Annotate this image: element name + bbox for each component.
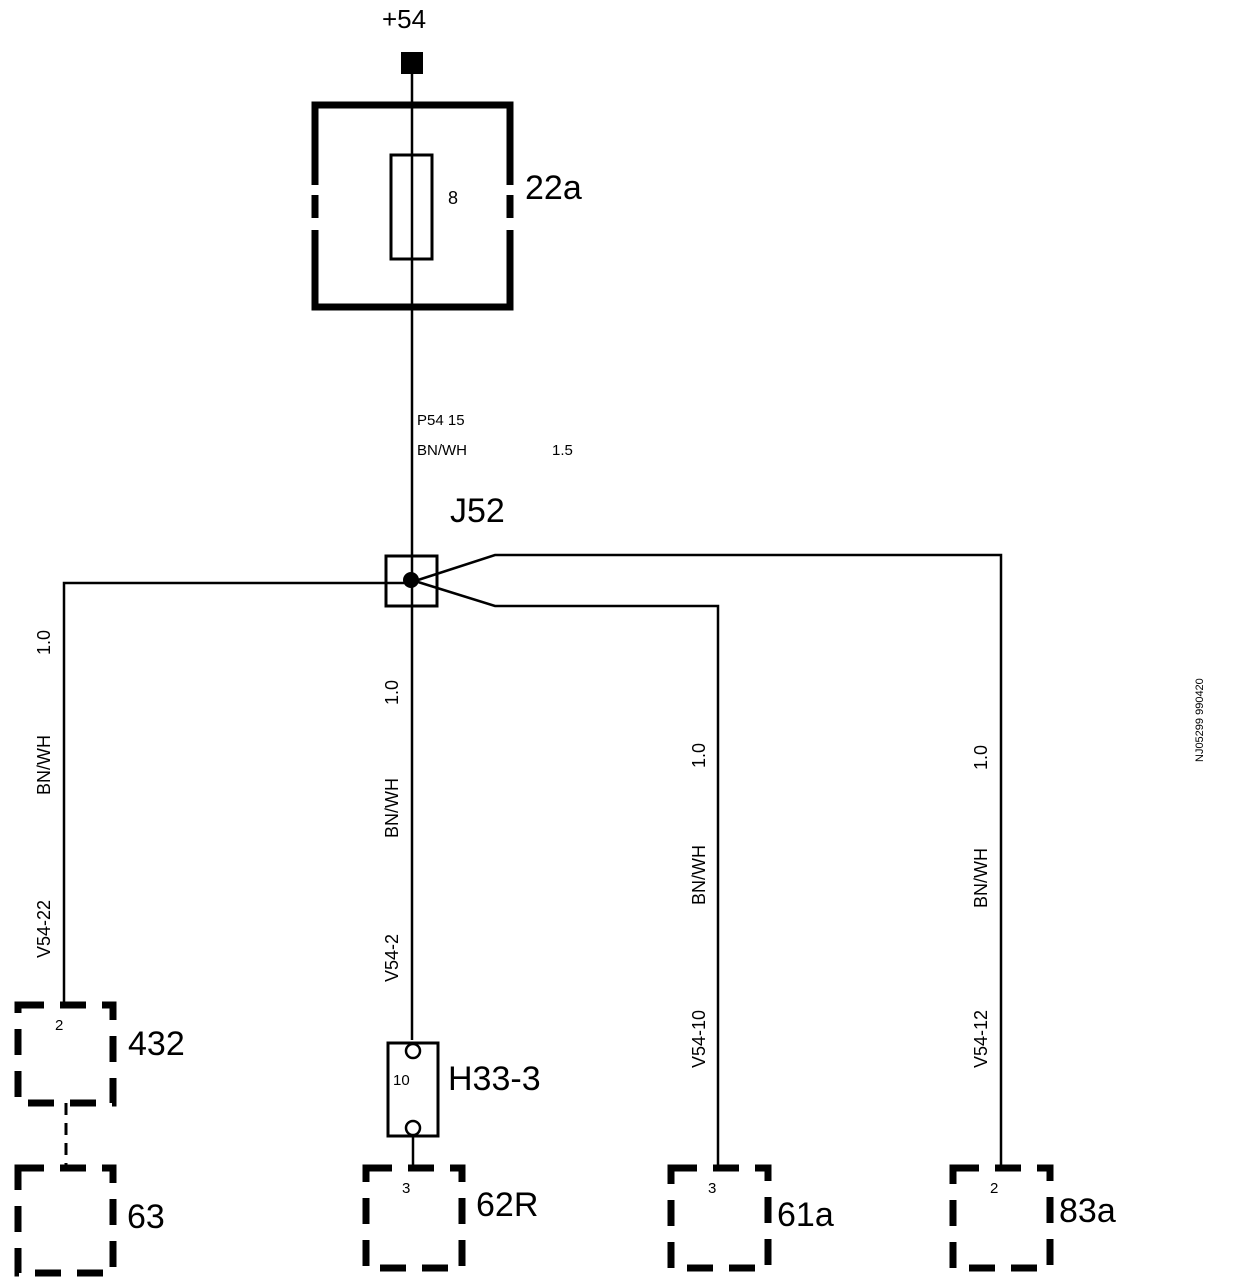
connector-62r-pin: 3 (402, 1180, 410, 1197)
wire-432-color: BN/WH (34, 735, 54, 795)
wire-62r-code: V54-2 (382, 934, 402, 982)
connector-83a (949, 1164, 1054, 1272)
connector-61a-pin: 3 (708, 1180, 716, 1197)
connector-83a-pin: 2 (990, 1180, 998, 1197)
wire-432-gauge: 1.0 (34, 630, 54, 655)
connector-63 (14, 1164, 117, 1277)
main-wire-color: BN/WH (417, 442, 467, 459)
inline-connector-label: H33-3 (448, 1060, 541, 1098)
wire-83a-color: BN/WH (971, 848, 991, 908)
branch-wire-432 (62, 581, 404, 1005)
connector-62r-label: 62R (476, 1186, 538, 1224)
document-reference: NJ05299 990420 (1194, 678, 1206, 762)
branch-wire-83a (417, 553, 1003, 1168)
wire-432-code: V54-22 (34, 900, 54, 958)
wire-61a-color: BN/WH (689, 845, 709, 905)
fuse-box (311, 101, 514, 311)
supply-terminal (401, 52, 423, 74)
fuse-number: 8 (448, 188, 458, 208)
wire-62r-color: BN/WH (382, 778, 402, 838)
main-wire-code: P54 15 (417, 412, 465, 429)
wire-83a-code: V54-12 (971, 1010, 991, 1068)
junction-label: J52 (450, 492, 505, 530)
main-wire-gauge: 1.5 (552, 442, 573, 459)
connector-63-label: 63 (127, 1198, 165, 1236)
inline-pin-bottom (404, 1119, 422, 1137)
connector-432-pin: 2 (55, 1017, 63, 1034)
connector-62r (362, 1164, 466, 1272)
connector-432-label: 432 (128, 1025, 185, 1063)
connector-61a-label: 61a (777, 1196, 834, 1234)
junction-node (403, 572, 419, 588)
supply-label: +54 (382, 4, 426, 34)
wire-62r-gauge: 1.0 (382, 680, 402, 705)
fuse-box-label: 22a (525, 169, 582, 207)
branch-wire-61a (417, 580, 720, 1168)
inline-connector-pin: 10 (393, 1072, 410, 1089)
inline-pin-top (404, 1042, 422, 1060)
wire-61a-gauge: 1.0 (689, 743, 709, 768)
connector-432 (14, 1001, 117, 1107)
connector-83a-label: 83a (1059, 1192, 1116, 1230)
connector-61a (667, 1164, 772, 1272)
wire-61a-code: V54-10 (689, 1010, 709, 1068)
wire-83a-gauge: 1.0 (971, 745, 991, 770)
